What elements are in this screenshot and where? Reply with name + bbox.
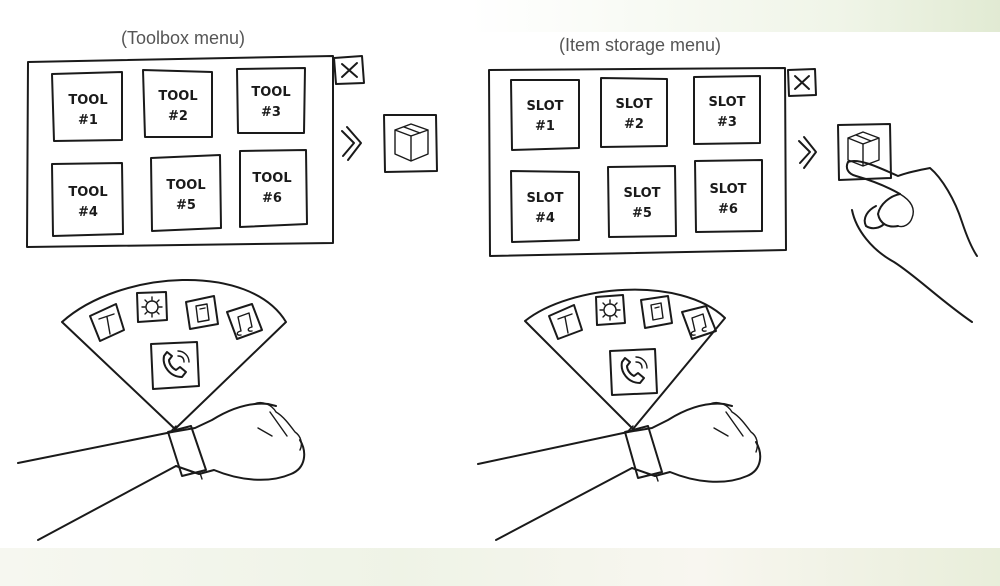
toolbox-menu-title: (Toolbox menu) — [121, 28, 245, 48]
smartwatch — [624, 425, 663, 482]
box-icon — [847, 131, 880, 167]
storage-slot-3[interactable]: SLOT #3 — [693, 75, 761, 145]
close-button-storage[interactable] — [787, 68, 817, 97]
phone-book-icon[interactable] — [185, 295, 219, 330]
radial-menu-left — [61, 278, 287, 430]
item-storage-menu-panel: SLOT #1 SLOT #2 SLOT #3 SLOT #4 SLOT #5 … — [488, 67, 787, 257]
slot-label-line2: #2 — [168, 109, 188, 124]
slot-label-line2: #1 — [78, 113, 98, 128]
storage-slot-5[interactable]: SLOT #5 — [607, 165, 677, 238]
radial-menu-right — [524, 288, 726, 430]
phone-call-icon[interactable] — [609, 348, 658, 396]
slot-label-line2: #6 — [262, 191, 282, 206]
background-tint-bottom — [0, 548, 1000, 586]
slot-label-line1: TOOL — [251, 85, 290, 100]
slot-label-line1: SLOT — [615, 97, 652, 112]
slot-label-line1: TOOL — [166, 178, 205, 193]
chevron-right-icon[interactable] — [341, 126, 362, 161]
tool-slot-4[interactable]: TOOL #4 — [51, 162, 124, 237]
phone-call-icon[interactable] — [150, 341, 200, 390]
slot-label-line1: SLOT — [709, 182, 746, 197]
slot-label-line2: #2 — [624, 117, 644, 132]
storage-slot-6[interactable]: SLOT #6 — [694, 159, 763, 233]
gear-icon[interactable] — [136, 291, 168, 323]
hammer-icon[interactable] — [89, 303, 125, 342]
slot-label-line1: SLOT — [623, 186, 660, 201]
storage-box-button-pressed[interactable] — [837, 123, 892, 181]
storage-slot-1[interactable]: SLOT #1 — [510, 79, 580, 151]
storage-slot-2[interactable]: SLOT #2 — [600, 77, 668, 148]
music-note-icon[interactable] — [681, 305, 717, 340]
tool-slot-2[interactable]: TOOL #2 — [142, 69, 213, 138]
storage-box-button[interactable] — [383, 114, 438, 173]
pointing-hand — [845, 160, 978, 323]
item-storage-menu-title: (Item storage menu) — [559, 35, 721, 55]
slot-label-line2: #4 — [535, 211, 555, 226]
slot-label-line1: SLOT — [526, 191, 563, 206]
slot-label-line1: TOOL — [68, 185, 107, 200]
close-icon — [794, 75, 810, 90]
slot-label-line2: #4 — [78, 205, 98, 220]
slot-label-line2: #1 — [535, 119, 555, 134]
box-icon — [394, 123, 429, 162]
slot-label-line2: #3 — [717, 115, 737, 130]
slot-label-line2: #6 — [718, 202, 738, 217]
slot-label-line1: TOOL — [158, 89, 197, 104]
slot-label-line2: #3 — [261, 105, 281, 120]
storage-slot-4[interactable]: SLOT #4 — [510, 170, 580, 243]
hammer-icon[interactable] — [548, 304, 583, 340]
background-tint-top — [470, 0, 1000, 32]
tool-slot-3[interactable]: TOOL #3 — [236, 67, 306, 134]
close-button-toolbox[interactable] — [333, 55, 365, 85]
slot-label-line2: #5 — [632, 206, 652, 221]
tool-slot-6[interactable]: TOOL #6 — [239, 149, 308, 228]
tool-slot-1[interactable]: TOOL #1 — [51, 71, 123, 142]
slot-label-line1: TOOL — [68, 93, 107, 108]
close-icon — [341, 62, 358, 78]
phone-book-icon[interactable] — [640, 295, 673, 329]
slot-label-line1: SLOT — [708, 95, 745, 110]
arm-with-watch-left — [17, 401, 306, 541]
gear-icon[interactable] — [595, 294, 626, 326]
tool-slot-5[interactable]: TOOL #5 — [150, 154, 222, 232]
slot-label-line1: SLOT — [526, 99, 563, 114]
slot-label-line2: #5 — [176, 198, 196, 213]
toolbox-menu-panel: TOOL #1 TOOL #2 TOOL #3 TOOL #4 TOOL #5 … — [26, 55, 334, 248]
chevron-right-icon[interactable] — [798, 136, 817, 169]
smartwatch — [167, 425, 207, 480]
music-note-icon[interactable] — [226, 303, 263, 340]
arm-with-watch-right — [477, 401, 762, 541]
slot-label-line1: TOOL — [252, 171, 291, 186]
